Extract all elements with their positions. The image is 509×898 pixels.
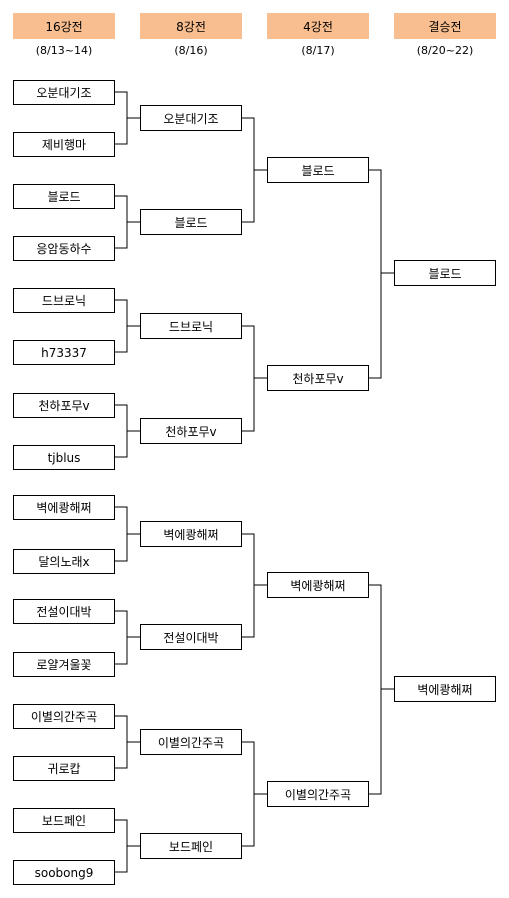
round-header-4: 4강전 — [267, 13, 369, 39]
qf-slot-5: 벽에쾅해쩌 — [140, 521, 242, 547]
r16-slot-7: 천하포무v — [13, 393, 115, 418]
r16-slot-12: 로얄겨울꽃 — [13, 652, 115, 677]
qf-slot-4: 천하포무v — [140, 418, 242, 444]
round-date-final: (8/20~22) — [416, 44, 474, 57]
sf-slot-1: 블로드 — [267, 157, 369, 183]
r16-slot-8: tjblus — [13, 445, 115, 470]
round-header-final: 결승전 — [394, 13, 496, 39]
r16-slot-2: 제비행마 — [13, 132, 115, 157]
qf-slot-3: 드브로닉 — [140, 313, 242, 339]
r16-slot-9: 벽에쾅해쩌 — [13, 495, 115, 520]
r16-slot-13: 이별의간주곡 — [13, 704, 115, 729]
round-date-8: (8/16) — [174, 44, 208, 57]
r16-slot-1: 오분대기조 — [13, 80, 115, 105]
round-date-4: (8/17) — [301, 44, 335, 57]
sf-slot-3: 벽에쾅해쩌 — [267, 572, 369, 598]
r16-slot-16: soobong9 — [13, 860, 115, 885]
qf-slot-8: 보드페인 — [140, 833, 242, 859]
r16-slot-11: 전설이대박 — [13, 599, 115, 624]
round-date-16: (8/13~14) — [35, 44, 93, 57]
r16-slot-6: h73337 — [13, 340, 115, 365]
r16-slot-15: 보드페인 — [13, 808, 115, 833]
r16-slot-4: 응암동하수 — [13, 236, 115, 261]
qf-slot-7: 이별의간주곡 — [140, 729, 242, 755]
round-header-16: 16강전 — [13, 13, 115, 39]
r16-slot-10: 달의노래x — [13, 549, 115, 574]
r16-slot-14: 귀로캅 — [13, 756, 115, 781]
sf-slot-2: 천하포무v — [267, 365, 369, 391]
round-header-8: 8강전 — [140, 13, 242, 39]
qf-slot-6: 전설이대박 — [140, 624, 242, 650]
qf-slot-2: 블로드 — [140, 209, 242, 235]
r16-slot-5: 드브로닉 — [13, 288, 115, 313]
final-slot-1: 블로드 — [394, 260, 496, 286]
sf-slot-4: 이별의간주곡 — [267, 781, 369, 807]
qf-slot-1: 오분대기조 — [140, 105, 242, 131]
r16-slot-3: 블로드 — [13, 184, 115, 209]
final-slot-2: 벽에쾅해쩌 — [394, 676, 496, 702]
